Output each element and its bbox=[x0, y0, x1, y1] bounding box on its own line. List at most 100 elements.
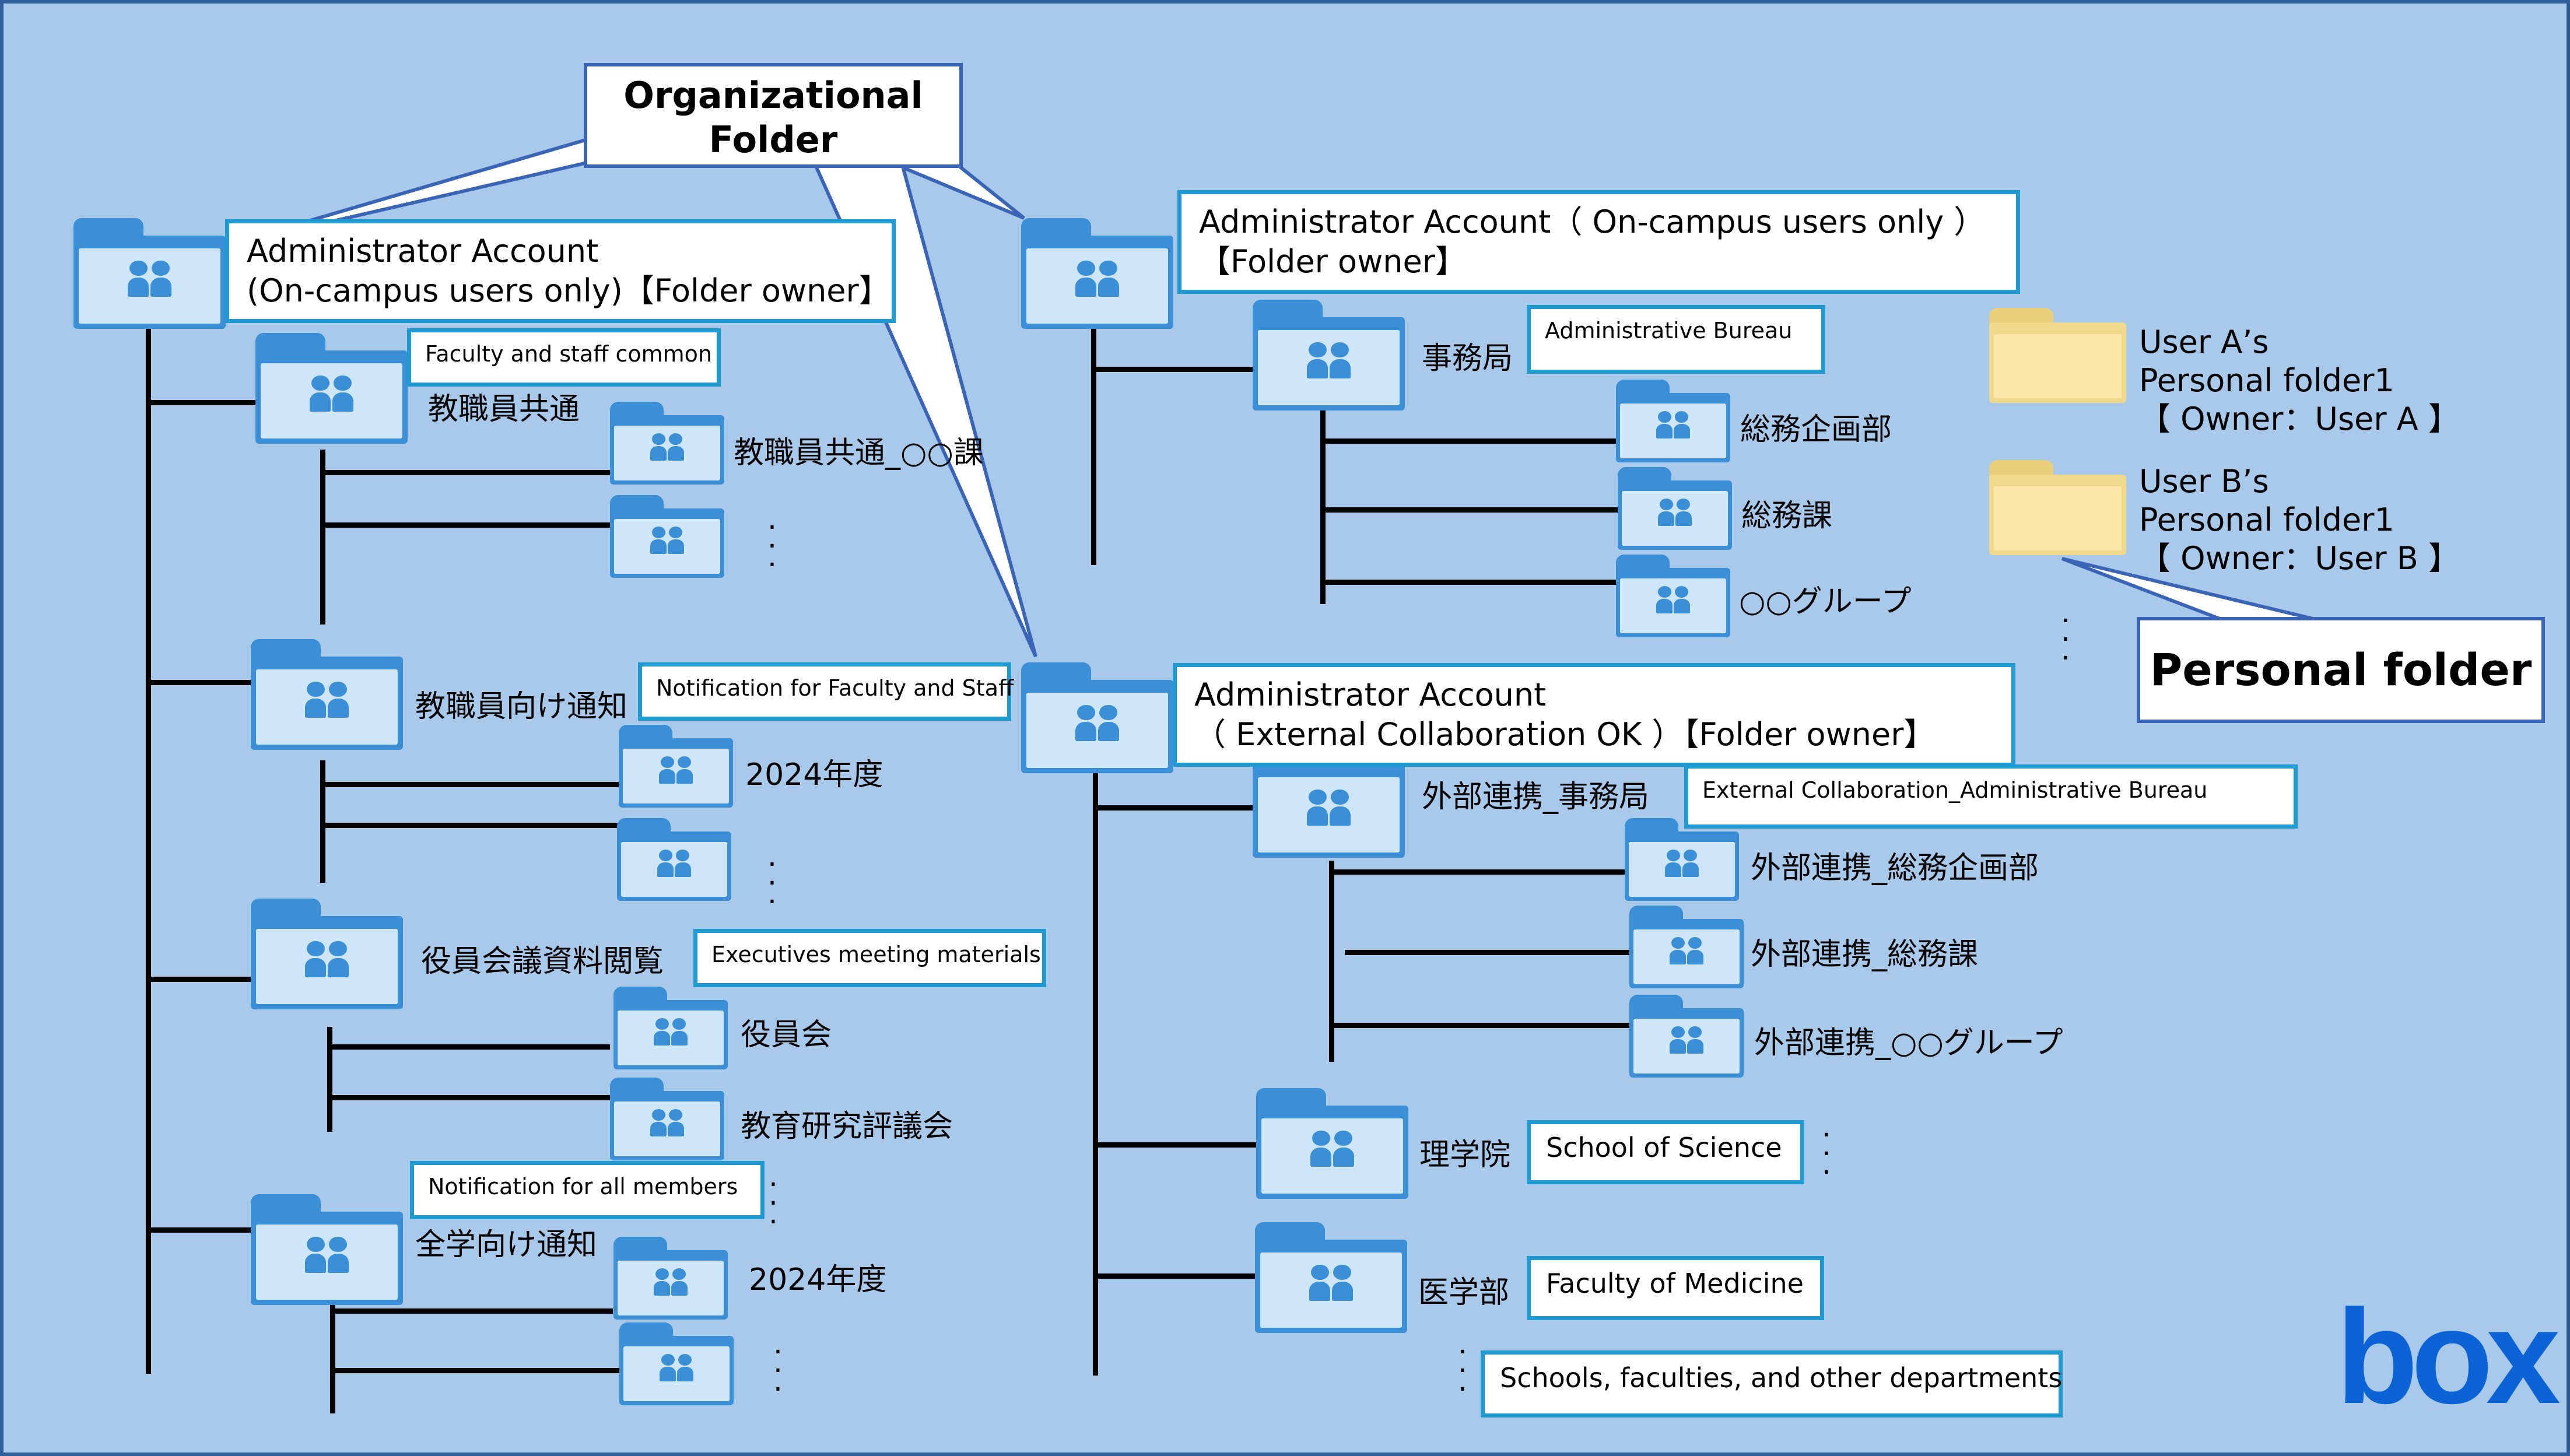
tree-connector bbox=[1332, 869, 1626, 875]
org-folder-icon[interactable] bbox=[1629, 906, 1744, 988]
group-en-label: External Collaboration_Administrative Bu… bbox=[1684, 764, 2298, 829]
org-folder-icon[interactable] bbox=[619, 1322, 734, 1405]
tree-connector bbox=[330, 1303, 335, 1413]
org-folder-icon[interactable] bbox=[1021, 662, 1173, 773]
group-en-label: Faculty and staff common bbox=[407, 328, 721, 387]
org-folder-icon[interactable] bbox=[251, 1194, 403, 1305]
box-logo-text: box bbox=[2336, 1301, 2560, 1418]
child-folder-label: 外部連携_総務課 bbox=[1751, 937, 1979, 972]
tree-connector bbox=[1345, 950, 1631, 955]
org-folder-icon[interactable] bbox=[610, 495, 724, 578]
org-folder-icon[interactable] bbox=[1256, 1088, 1408, 1199]
tree-connector bbox=[1332, 1023, 1631, 1028]
org-folder-icon[interactable] bbox=[73, 218, 226, 329]
people-icon bbox=[1303, 342, 1355, 380]
tree-connector bbox=[1320, 406, 1326, 604]
people-icon bbox=[1662, 850, 1702, 878]
tree-connector bbox=[320, 450, 325, 624]
tree-connector bbox=[146, 400, 257, 405]
tree-connector bbox=[1096, 1142, 1259, 1148]
group-jp-label: 理学院 bbox=[1419, 1138, 1511, 1173]
ellipsis-more: . . . bbox=[769, 1159, 778, 1230]
ellipsis-more: . . . bbox=[773, 1327, 783, 1398]
people-icon bbox=[1667, 1026, 1706, 1054]
org-folder-icon[interactable] bbox=[1625, 818, 1739, 901]
group-en-label: Notification for all members bbox=[410, 1161, 765, 1219]
people-icon bbox=[301, 681, 353, 719]
people-icon bbox=[651, 1268, 690, 1296]
tree-connector bbox=[333, 1368, 622, 1373]
tree-connector bbox=[1096, 1273, 1259, 1279]
tree-connector bbox=[1323, 438, 1622, 444]
group-en-label: Administrative Bureau bbox=[1527, 305, 1825, 374]
personal-folder-label: User B’s Personal folder1 【 Owner：User B… bbox=[2139, 463, 2460, 577]
tree-connector bbox=[1093, 769, 1098, 1376]
group-en-label: Notification for Faculty and Staff bbox=[638, 662, 1014, 721]
ellipsis-more: . . . bbox=[767, 839, 777, 910]
ellipsis-more: . . . bbox=[767, 502, 777, 573]
people-icon bbox=[1306, 1130, 1359, 1168]
child-folder-label: 2024年度 bbox=[749, 1262, 887, 1297]
org-folder-icon[interactable] bbox=[613, 1237, 728, 1320]
personal-folder-icon[interactable] bbox=[1989, 308, 2126, 403]
child-folder-label: 2024年度 bbox=[745, 757, 883, 792]
ellipsis-more: . . . bbox=[2061, 595, 2070, 666]
org-folder-icon[interactable] bbox=[1616, 380, 1730, 462]
org-folder-icon[interactable] bbox=[1021, 218, 1173, 329]
org-folder-icon[interactable] bbox=[1255, 1222, 1407, 1333]
org-folder-icon[interactable] bbox=[613, 987, 728, 1069]
org-folder-icon[interactable] bbox=[251, 899, 403, 1009]
child-folder-label: 外部連携_総務企画部 bbox=[1751, 851, 2039, 886]
people-icon bbox=[1303, 789, 1355, 827]
child-folder-label: 総務課 bbox=[1741, 499, 1833, 534]
org-folder-icon[interactable] bbox=[1618, 467, 1732, 550]
child-folder-label: ○○グループ bbox=[1739, 584, 1912, 619]
org-folder-icon[interactable] bbox=[610, 1078, 724, 1160]
org-folder-icon[interactable] bbox=[610, 402, 724, 485]
org-folder-icon[interactable] bbox=[1629, 995, 1744, 1078]
people-icon bbox=[1653, 411, 1693, 439]
people-icon bbox=[1071, 704, 1124, 742]
people-icon bbox=[1653, 586, 1693, 614]
personal-folder-label: User A’s Personal folder1 【 Owner：User A… bbox=[2139, 324, 2460, 437]
group-jp-label: 役員会議資料閲覧 bbox=[421, 944, 664, 979]
group-en-label: Executives meeting materials bbox=[693, 929, 1046, 987]
people-icon bbox=[657, 1354, 696, 1382]
ellipsis-more: . . . bbox=[1458, 1327, 1467, 1398]
personal-folder-icon[interactable] bbox=[1989, 460, 2126, 555]
tree-connector bbox=[323, 470, 610, 475]
bottom-root-label: Administrator Account （ External Collabo… bbox=[1173, 663, 2015, 767]
org-folder-icon[interactable] bbox=[255, 333, 408, 444]
org-folder-icon[interactable] bbox=[1616, 555, 1730, 637]
child-folder-label: 総務企画部 bbox=[1740, 412, 1892, 447]
people-icon bbox=[1305, 1264, 1358, 1302]
org-folder-icon[interactable] bbox=[617, 818, 731, 901]
org-folder-icon[interactable] bbox=[251, 639, 403, 750]
group-en-label: Faculty of Medicine bbox=[1527, 1256, 1824, 1320]
people-icon bbox=[306, 375, 358, 413]
personal-folder-callout: Personal folder bbox=[2137, 617, 2545, 723]
people-icon bbox=[301, 1236, 353, 1274]
group-jp-label: 医学部 bbox=[1418, 1275, 1510, 1310]
people-icon bbox=[1667, 937, 1706, 965]
org-folder-icon[interactable] bbox=[619, 725, 733, 808]
tree-connector bbox=[1091, 323, 1096, 565]
group-jp-label: 外部連携_事務局 bbox=[1422, 780, 1650, 815]
tree-connector bbox=[1096, 805, 1259, 811]
tree-connector bbox=[146, 1227, 251, 1233]
people-icon bbox=[1655, 499, 1695, 527]
child-folder-label: 教育研究評議会 bbox=[741, 1109, 953, 1144]
people-icon bbox=[656, 756, 696, 784]
tree-connector bbox=[146, 680, 251, 685]
child-folder-label: 外部連携_○○グループ bbox=[1754, 1026, 2063, 1061]
people-icon bbox=[301, 941, 353, 978]
people-icon bbox=[124, 260, 176, 298]
org-folder-icon[interactable] bbox=[1253, 300, 1405, 411]
tree-connector bbox=[320, 760, 325, 883]
people-icon bbox=[647, 1109, 687, 1137]
people-icon bbox=[647, 433, 687, 461]
tree-connector bbox=[330, 1044, 610, 1050]
tree-connector bbox=[146, 977, 251, 982]
tree-connector bbox=[327, 1027, 332, 1132]
